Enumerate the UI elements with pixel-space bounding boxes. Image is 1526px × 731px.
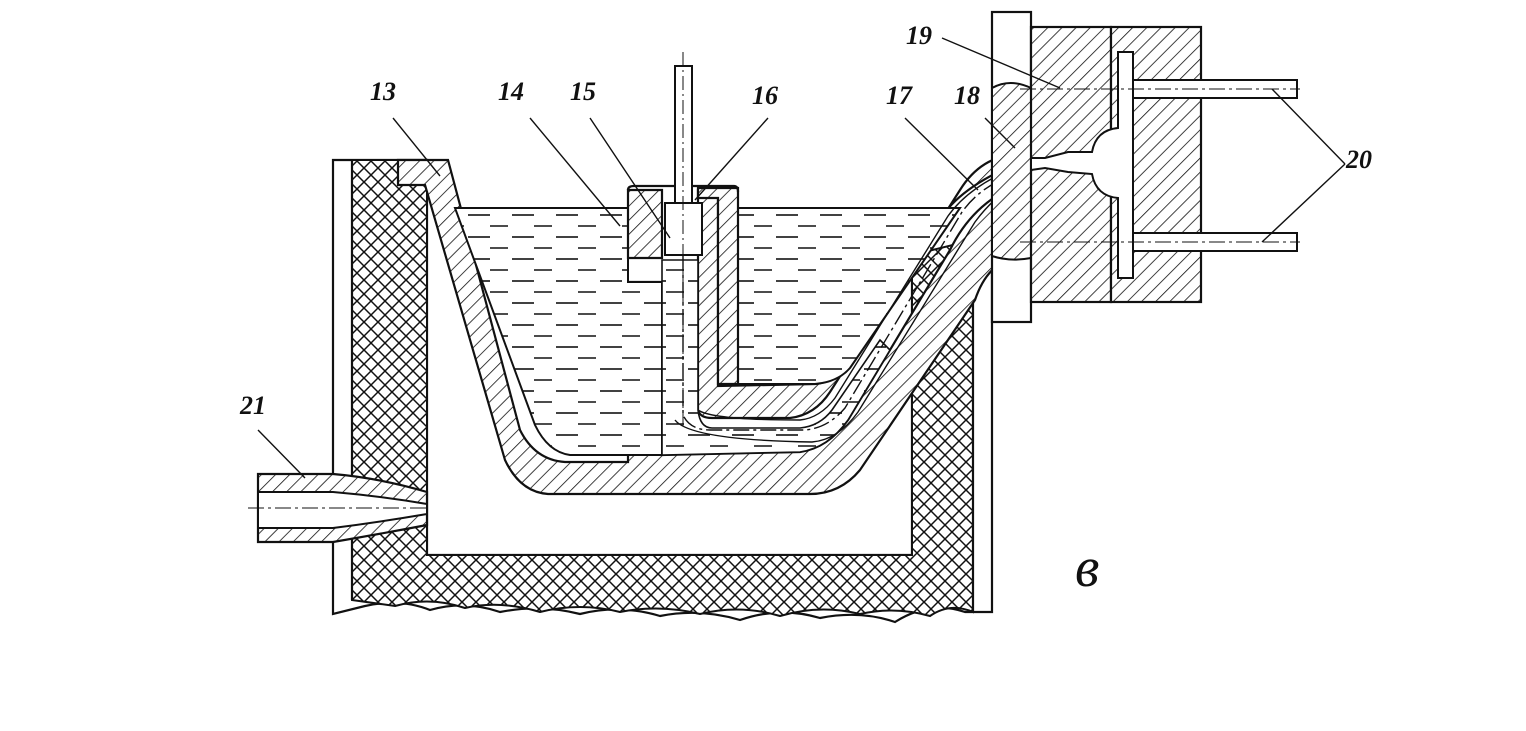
callout-labels: 13 14 15 16 17 18 19 20 21 в <box>239 21 1372 599</box>
burner <box>248 472 430 544</box>
die-assembly <box>990 10 1300 324</box>
leader-lines <box>257 37 1346 479</box>
label-15: 15 <box>570 77 596 106</box>
label-16: 16 <box>752 81 778 110</box>
label-13: 13 <box>370 77 396 106</box>
figure-letter: в <box>1075 537 1099 599</box>
label-17: 17 <box>886 81 913 110</box>
pump-chamber <box>626 184 740 386</box>
label-18: 18 <box>954 81 980 110</box>
molten-metal <box>453 207 962 456</box>
label-14: 14 <box>498 77 524 106</box>
label-19: 19 <box>906 21 932 50</box>
label-21: 21 <box>239 391 266 420</box>
label-20: 20 <box>1345 145 1372 174</box>
